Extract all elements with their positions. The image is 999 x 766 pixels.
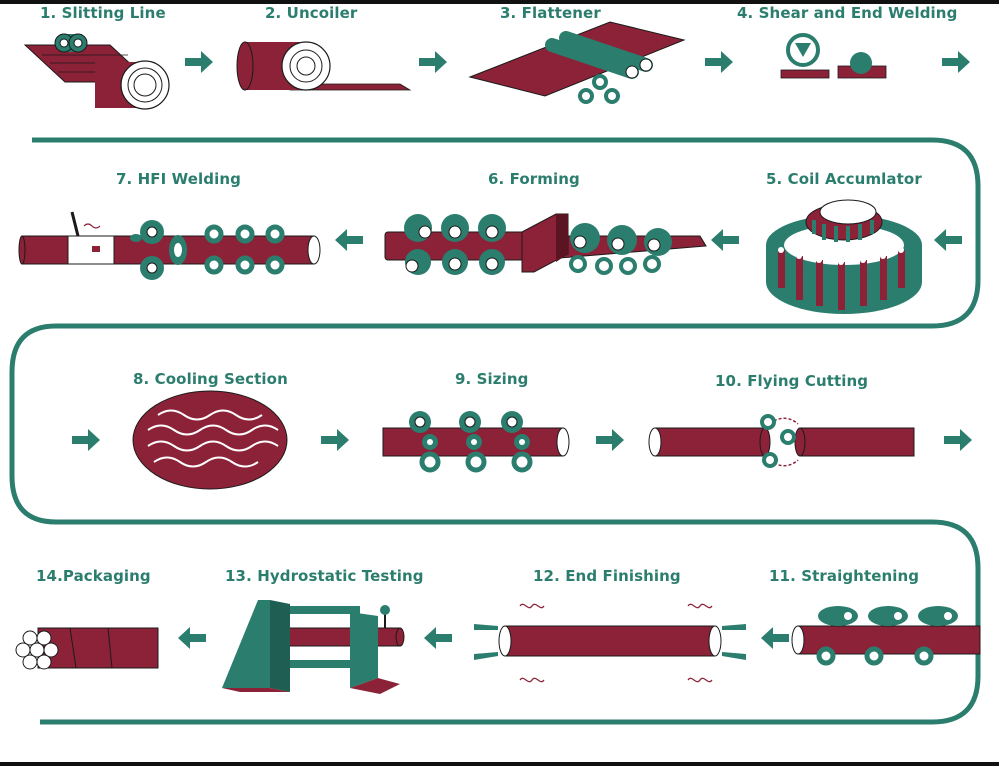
shear-welding-icon bbox=[780, 33, 887, 79]
arrow-right-icon bbox=[596, 429, 624, 451]
coil-accumulator-icon bbox=[766, 199, 922, 314]
slitting-line-icon bbox=[23, 33, 170, 110]
step-label-6: 6. Forming bbox=[488, 170, 580, 188]
arrow-left-icon bbox=[424, 627, 452, 649]
step-label-3: 3. Flattener bbox=[500, 4, 601, 22]
step-label-9: 9. Sizing bbox=[455, 370, 529, 388]
flying-cutting-icon bbox=[648, 414, 915, 468]
flow-path bbox=[9, 137, 981, 725]
arrow-left-icon bbox=[335, 229, 363, 251]
straightening-icon bbox=[791, 606, 981, 666]
step-label-1: 1. Slitting Line bbox=[40, 4, 166, 22]
arrow-left-icon bbox=[711, 229, 739, 251]
top-border bbox=[0, 0, 999, 4]
arrow-left-icon bbox=[178, 627, 206, 649]
end-finishing-icon bbox=[474, 603, 746, 683]
step-label-11: 11. Straightening bbox=[769, 567, 920, 585]
cooling-section-icon bbox=[132, 390, 288, 490]
step-label-8: 8. Cooling Section bbox=[133, 370, 288, 388]
arrow-right-icon bbox=[705, 51, 733, 73]
step-label-7: 7. HFI Welding bbox=[116, 170, 241, 188]
hydrostatic-testing-icon bbox=[222, 600, 405, 694]
step-label-2: 2. Uncoiler bbox=[265, 4, 358, 22]
arrow-right-icon bbox=[944, 429, 972, 451]
flattener-icon bbox=[468, 21, 686, 104]
sizing-icon bbox=[382, 411, 570, 473]
arrow-right-icon bbox=[419, 51, 447, 73]
arrow-right-icon bbox=[942, 51, 970, 73]
step-label-5: 5. Coil Accumlator bbox=[766, 170, 922, 188]
uncoiler-icon bbox=[236, 41, 412, 91]
arrow-right-icon bbox=[185, 51, 213, 73]
forming-rollers bbox=[404, 214, 672, 275]
arrow-right-icon bbox=[321, 429, 349, 451]
hfi-welding-icon bbox=[18, 211, 321, 280]
step-label-14: 14.Packaging bbox=[36, 567, 151, 585]
packaging-icon bbox=[15, 627, 159, 670]
step-label-10: 10. Flying Cutting bbox=[715, 372, 869, 390]
arrow-left-icon bbox=[761, 627, 789, 649]
bottom-border bbox=[0, 762, 999, 766]
forming-icon bbox=[384, 213, 707, 275]
step-label-4: 4. Shear and End Welding bbox=[737, 4, 958, 22]
arrow-left-icon bbox=[934, 229, 962, 251]
step-label-12: 12. End Finishing bbox=[533, 567, 681, 585]
arrow-right-icon bbox=[72, 429, 100, 451]
step-label-13: 13. Hydrostatic Testing bbox=[225, 567, 424, 585]
